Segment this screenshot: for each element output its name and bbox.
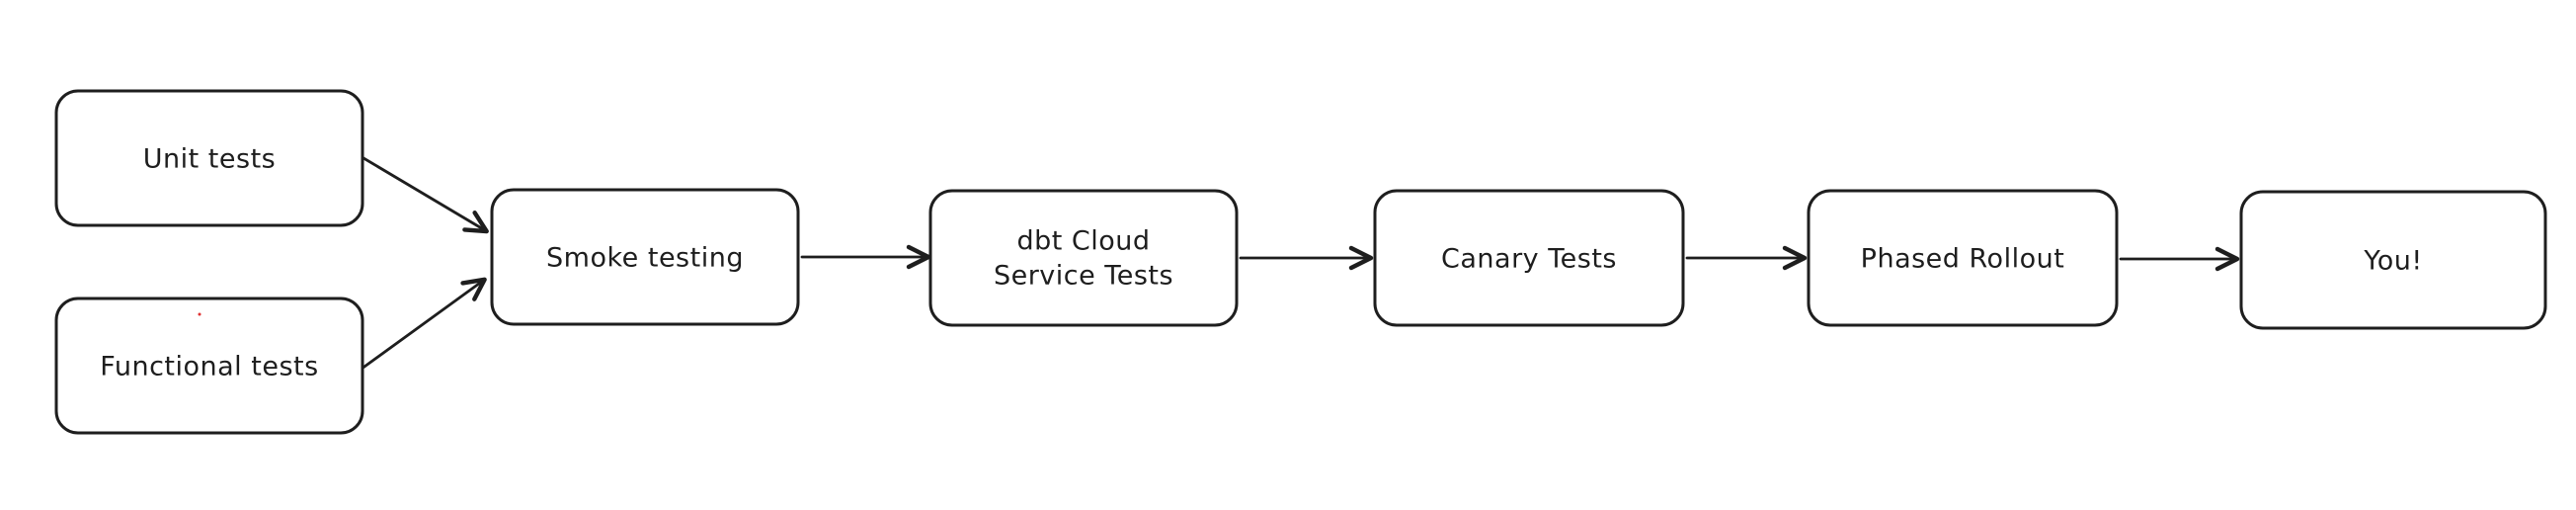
node-dbt-cloud-service-tests: dbt Cloud Service Tests (928, 189, 1239, 327)
node-phased-rollout: Phased Rollout (1807, 189, 2119, 327)
canary-tests-box (1373, 189, 1685, 327)
canary-tests-label: Canary Tests (1441, 244, 1617, 275)
stray-red-dot-artifact (198, 312, 201, 316)
smoke-testing-box (490, 188, 800, 326)
phased-rollout-box (1807, 189, 2119, 327)
you-box (2239, 190, 2547, 330)
dbt-cloud-service-tests-box (928, 189, 1239, 327)
node-canary-tests: Canary Tests (1373, 189, 1685, 327)
dbt-cloud-service-tests-label-line2: Service Tests (994, 261, 1173, 292)
unit-tests-box (54, 89, 364, 227)
functional-tests-label: Functional tests (100, 352, 318, 382)
edges-group (356, 153, 2240, 374)
phased-rollout-label: Phased Rollout (1861, 244, 2065, 275)
you-label: You! (2363, 246, 2422, 277)
arrow-unit-tests-to-smoke-testing (357, 153, 489, 234)
functional-tests-box (54, 297, 364, 435)
arrow-functional-tests-to-smoke-testing (356, 277, 487, 374)
dbt-cloud-service-tests-label-line1: dbt Cloud (1016, 226, 1150, 257)
node-unit-tests: Unit tests (54, 89, 364, 227)
node-you: You! (2239, 190, 2547, 330)
smoke-testing-label: Smoke testing (546, 243, 744, 274)
node-smoke-testing: Smoke testing (490, 188, 800, 326)
unit-tests-label: Unit tests (143, 144, 276, 175)
node-functional-tests: Functional tests (54, 297, 364, 435)
